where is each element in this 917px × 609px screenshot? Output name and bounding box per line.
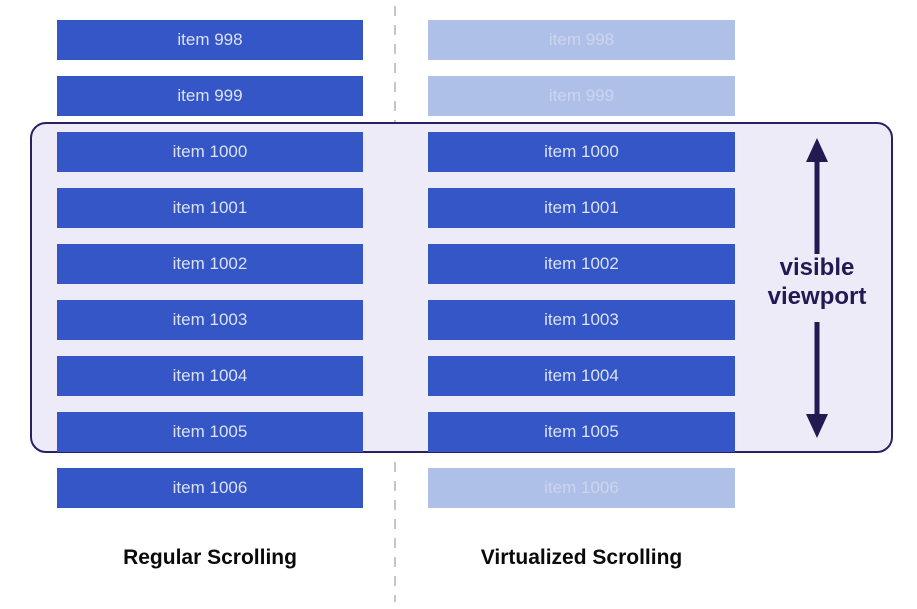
list-item: item 1001 [428,188,735,228]
item-label: item 1004 [172,366,248,385]
arrow-down-icon [806,322,828,438]
list-item: item 1004 [428,356,735,396]
list-item: item 1002 [428,244,735,284]
list-item: item 999 [57,76,363,116]
item-label: item 1006 [172,478,248,497]
item-label: item 999 [548,86,615,105]
item-label: item 998 [548,30,615,49]
item-label: item 1000 [544,142,619,161]
item-label: item 1001 [172,198,248,217]
list-item: item 1000 [57,132,363,172]
list-item: item 1005 [428,412,735,452]
item-label: item 1002 [172,254,248,273]
item-label: item 1004 [544,366,619,385]
list-item: item 1000 [428,132,735,172]
list-item: item 998 [428,20,735,60]
item-label: item 1000 [172,142,248,161]
list-item: item 1003 [57,300,363,340]
list-item: item 1001 [57,188,363,228]
item-label: item 1005 [172,422,248,441]
visible-viewport-overlay [30,122,893,453]
item-label: item 998 [177,30,243,49]
item-label: item 999 [177,86,243,105]
item-label: item 1006 [544,478,619,497]
list-item: item 999 [428,76,735,116]
list-item: item 1006 [428,468,735,508]
list-item: item 1004 [57,356,363,396]
list-item: item 1002 [57,244,363,284]
item-label: item 1002 [544,254,619,273]
viewport-extent-arrows [806,138,828,438]
regular-scrolling-list: item 998 item 999 item 1000 item 1001 item 1… [57,20,363,508]
arrow-up-icon [806,138,828,254]
item-label: item 1003 [544,310,619,329]
list-item: item 998 [57,20,363,60]
item-label: item 1005 [544,422,619,441]
virtualized-scrolling-list: item 998 item 999 item 1000 item 1001 item 1… [428,20,735,508]
list-item: item 1003 [428,300,735,340]
item-label: item 1003 [172,310,248,329]
list-item: item 1006 [57,468,363,508]
visible-viewport-label: visible viewport [767,254,867,310]
regular-scrolling-caption: Regular Scrolling [123,546,297,569]
virtualized-scrolling-caption: Virtualized Scrolling [480,546,683,569]
item-label: item 1001 [544,198,619,217]
list-item: item 1005 [57,412,363,452]
